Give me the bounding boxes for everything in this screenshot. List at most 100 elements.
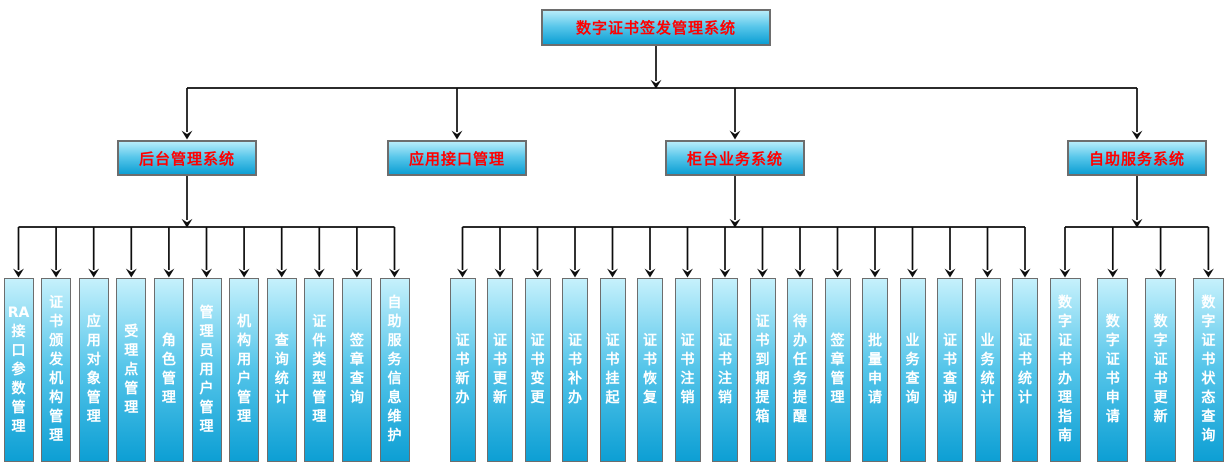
vertical-label-char: 计 bbox=[980, 390, 995, 406]
leaf-node: 证件类型管理 bbox=[304, 278, 335, 462]
leaf-node: 签章管理 bbox=[824, 278, 851, 462]
vertical-label-char: 新 bbox=[455, 371, 470, 387]
arrowhead-icon bbox=[607, 268, 618, 278]
vertical-label-char: 理 bbox=[49, 428, 64, 444]
vertical-label-char: 证 bbox=[718, 333, 732, 349]
vertical-label-char: 更 bbox=[1153, 390, 1168, 406]
vertical-label-char: 章 bbox=[349, 352, 364, 368]
leaf-node: 受理点管理 bbox=[116, 278, 147, 462]
vertical-label-char: 证 bbox=[1058, 333, 1072, 349]
vertical-label-char: 数 bbox=[11, 380, 26, 397]
branch-node: 后台管理系统 bbox=[117, 140, 257, 176]
vertical-label-char: 管 bbox=[199, 304, 214, 321]
leaf-node: 数字证书更新 bbox=[1145, 278, 1177, 462]
leaf-node: 机构用户管理 bbox=[229, 278, 260, 462]
vertical-label-char: 对 bbox=[86, 352, 101, 368]
vertical-label-char: 指 bbox=[1058, 409, 1072, 425]
vertical-label-char: 销 bbox=[680, 390, 695, 406]
leaf-node: 证书查询 bbox=[937, 278, 963, 462]
vertical-label-char: 数 bbox=[1105, 314, 1120, 330]
vertical-label-char: 发 bbox=[49, 352, 64, 368]
vertical-label-char: 书 bbox=[49, 314, 64, 330]
vertical-label-char: 挂 bbox=[605, 371, 620, 387]
vertical-label-char: 办 bbox=[455, 390, 470, 406]
vertical-label-char: 管 bbox=[237, 390, 252, 406]
vertical-label-char: 任 bbox=[793, 352, 807, 368]
vertical-label-char: 户 bbox=[199, 380, 214, 397]
vertical-label-char: 数 bbox=[1153, 314, 1168, 330]
vertical-label-char: 查 bbox=[905, 371, 920, 387]
leaf-node: 证书补办 bbox=[562, 278, 588, 462]
vertical-label-char: 签 bbox=[349, 333, 364, 349]
leaf-node: 查询统计 bbox=[266, 278, 297, 462]
vertical-label-char: 统 bbox=[274, 371, 289, 387]
branch-node: 自助服务系统 bbox=[1067, 140, 1207, 176]
vertical-label-char: 管 bbox=[11, 399, 26, 416]
leaf-node: 自助服务信息维护 bbox=[379, 278, 410, 462]
arrowhead-icon bbox=[907, 268, 918, 278]
arrowhead-icon bbox=[719, 268, 731, 278]
vertical-label-char: 服 bbox=[387, 333, 402, 349]
vertical-label-char: 理 bbox=[199, 323, 214, 340]
leaf-node: 管理员用户管理 bbox=[191, 278, 222, 462]
vertical-label-char: 理 bbox=[199, 418, 214, 435]
vertical-label-char: 新 bbox=[493, 390, 507, 406]
vertical-label-char: 理 bbox=[11, 418, 26, 435]
leaf-node: 待办任务提醒 bbox=[787, 278, 813, 462]
arrowhead-icon bbox=[982, 268, 993, 278]
vertical-label-char: 复 bbox=[643, 390, 657, 406]
vertical-label-char: 注 bbox=[680, 371, 695, 387]
leaf-node: 业务统计 bbox=[974, 278, 1001, 462]
arrowhead-icon bbox=[1131, 218, 1143, 228]
vertical-label-char: 理 bbox=[86, 409, 101, 425]
vertical-label-char: 理 bbox=[124, 342, 139, 359]
vertical-label-char: 书 bbox=[680, 352, 695, 368]
arrowhead-icon bbox=[50, 268, 62, 278]
arrowhead-icon bbox=[757, 268, 768, 278]
vertical-label-char: 证 bbox=[530, 333, 545, 349]
vertical-label-char: 查 bbox=[1201, 409, 1216, 425]
vertical-label-char: 点 bbox=[124, 361, 139, 378]
arrowhead-icon bbox=[729, 130, 741, 140]
vertical-label-char: 计 bbox=[274, 390, 289, 406]
vertical-label-char: 理 bbox=[237, 409, 252, 425]
vertical-label-char: 理 bbox=[161, 390, 176, 406]
vertical-label-char: 件 bbox=[312, 333, 327, 349]
branch-node: 柜台业务系统 bbox=[665, 140, 805, 176]
vertical-label-char: 业 bbox=[905, 333, 920, 349]
vertical-label-char: 书 bbox=[568, 352, 582, 368]
vertical-label-char: 证 bbox=[1201, 333, 1216, 349]
vertical-label-char: 户 bbox=[237, 371, 252, 387]
arrowhead-icon bbox=[1202, 268, 1214, 278]
vertical-label-char: 证 bbox=[943, 333, 957, 349]
vertical-label-char: 字 bbox=[1058, 314, 1072, 330]
leaf-node: 证书到期提箱 bbox=[749, 278, 776, 462]
vertical-label-char: 角 bbox=[161, 333, 176, 349]
leaf-node: 数字证书状态查询 bbox=[1192, 278, 1224, 462]
arrowhead-icon bbox=[832, 268, 843, 278]
vertical-label-char: 书 bbox=[643, 352, 657, 368]
vertical-label-char: 补 bbox=[568, 371, 582, 387]
leaf-node: 角色管理 bbox=[153, 278, 184, 462]
vertical-label-char: 办 bbox=[1058, 371, 1072, 387]
leaf-node: 证书新办 bbox=[449, 278, 476, 462]
vertical-label-char: 销 bbox=[718, 390, 732, 406]
vertical-label-char: 变 bbox=[530, 371, 545, 387]
arrowhead-icon bbox=[389, 268, 400, 278]
vertical-label-char: 书 bbox=[1201, 352, 1216, 368]
vertical-label-char: 醒 bbox=[793, 409, 807, 425]
arrowhead-icon bbox=[682, 268, 693, 278]
vertical-label-char: 管 bbox=[199, 399, 214, 416]
arrowhead-icon bbox=[13, 268, 24, 278]
vertical-label-char: 务 bbox=[387, 352, 402, 368]
vertical-label-char: 询 bbox=[349, 390, 364, 406]
arrowhead-icon bbox=[650, 79, 662, 89]
vertical-label-char: 证 bbox=[493, 333, 507, 349]
vertical-label-char: 构 bbox=[237, 333, 252, 349]
vertical-label-char: 证 bbox=[1105, 352, 1120, 368]
vertical-label-char: 注 bbox=[718, 371, 732, 387]
vertical-label-char: 箱 bbox=[755, 409, 770, 425]
arrowhead-icon bbox=[944, 268, 956, 278]
vertical-label-char: 务 bbox=[980, 352, 995, 368]
